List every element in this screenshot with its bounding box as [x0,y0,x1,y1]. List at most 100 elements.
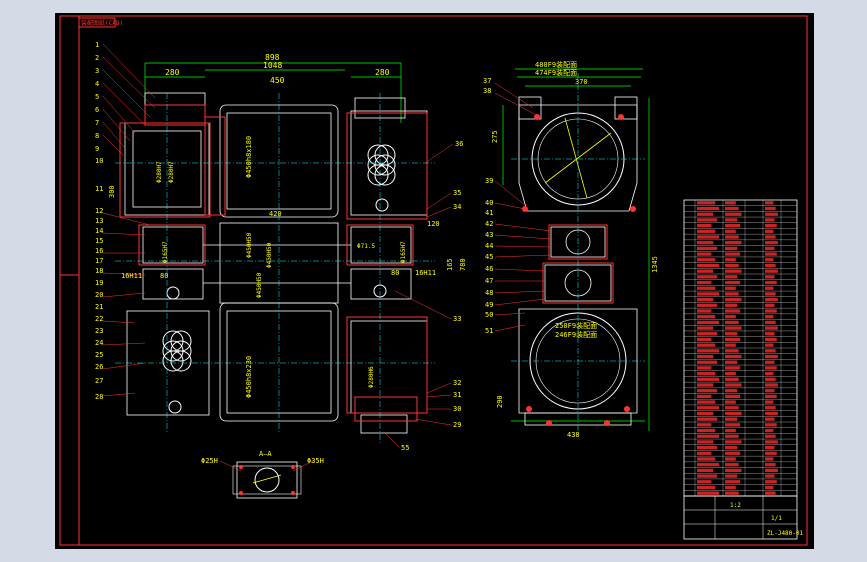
parts-list-cell-text [697,252,712,256]
parts-list-cell-text [725,485,736,490]
parts-list-cell-text [765,286,774,290]
parts-list-cell-text [765,428,774,433]
part-labels-right: 36 35 34 33 32 31 30 29 55 [401,140,463,452]
parts-list-cell-text [697,394,712,399]
part-label: 12 [95,207,103,215]
part-label: 10 [95,157,103,165]
parts-list-cell-text [725,417,738,421]
parts-list-cell-text [725,428,736,433]
part-label: 43 [485,231,493,239]
dim-misc-6: 80 [391,269,399,277]
parts-list-cell-text [765,212,778,216]
parts-list-cell-text [765,389,775,393]
title-stamp: 装配图纸(CAD) [81,19,123,27]
parts-list-cell-text [725,377,739,381]
leader-lines-right [384,143,454,448]
part-label: 4 [95,80,99,88]
part-label: 11 [95,185,103,193]
part-label: 23 [95,327,103,335]
drawing-canvas: 装配图纸(CAD) 898 1048 450 280 280 [55,13,814,549]
parts-list-cell-text [765,343,774,347]
parts-list-cell-text [765,263,776,268]
parts-list-cell-text [697,354,714,359]
part-label: 9 [95,145,99,153]
parts-list-cell-text [697,303,718,307]
part-label: 7 [95,119,99,127]
parts-list-cell-text [765,315,774,319]
section-aa-detail: A—A Φ25H Φ35H [201,450,324,499]
parts-list-cell-text [725,320,739,325]
parts-list-cell-text [765,229,774,233]
parts-list-cell-text [697,258,716,262]
shaft-label: Φ165H7 [400,241,407,263]
parts-list-cell-text [697,332,718,336]
parts-list-cell-text [765,480,777,484]
dim-misc-4: 780 [459,258,467,271]
parts-list-cell-text [725,451,741,455]
part-label: 32 [453,379,461,387]
upper-bearing-housings [119,104,428,220]
parts-list-cell-text [697,383,714,387]
parts-list-cell-text [725,457,736,461]
parts-list-cell-text [697,343,716,347]
parts-list-cell-text [725,434,739,438]
parts-list-cell-text [725,206,739,211]
part-label: 2 [95,54,99,62]
parts-list-cell-text [697,451,712,455]
side-upper-housing [518,96,638,212]
parts-list-cell-text [725,411,742,416]
parts-list-cell-text [765,206,776,211]
diam-label: Φ450h8x230 [245,356,253,398]
parts-list-cell-text [725,315,736,319]
parts-list-cell-text [765,457,774,461]
dim-misc-1: 420 [269,210,282,218]
side-lower-bolts [526,406,630,426]
diam-label: Φ450H50 [256,272,263,298]
parts-list-cell-text [765,434,776,438]
parts-list-cell-text [765,280,777,285]
parts-list-cell-text [725,258,736,262]
part-label: 25 [95,351,103,359]
parts-list-cell-text [697,286,716,290]
part-label: 6 [95,106,99,114]
part-label: 19 [95,279,103,287]
part-label: 24 [95,339,103,347]
title-block: 1:2 1/1 ZL-J480-01 [683,495,804,540]
parts-list-cell-text [697,218,718,222]
parts-list-cell-text [725,400,736,404]
parts-list-cell-text [725,286,736,290]
parts-list-cell-text [725,349,739,353]
dim-top-3: 450 [270,76,285,85]
parts-list-cell-text [765,366,777,370]
side-dim-2: 474F9装配面 [535,68,577,77]
part-label: 46 [485,265,493,273]
parts-list-cell-text [697,445,718,450]
part-label: 37 [483,77,491,85]
side-centerlines [511,73,645,433]
centerlines [115,93,435,443]
side-dim-3: 370 [575,78,588,86]
section-label: A—A [259,450,272,458]
side-dim-4: 275 [491,130,499,143]
parts-list-cell-text [725,371,736,376]
parts-list-cell-text [765,383,778,387]
side-dim-5: 1345 [651,256,659,273]
part-label: 16 [95,247,103,255]
shaft-label: Φ165H7 [162,241,169,263]
parts-list-cell-text [765,491,776,495]
dim-top-2: 1048 [263,61,282,70]
parts-list-cell-text [765,463,776,467]
part-label: 47 [485,277,493,285]
parts-list-cell-text [765,332,775,336]
parts-list-cell-text [697,326,714,330]
parts-list-cell-text [765,246,775,251]
parts-list-cell-text [765,223,777,228]
parts-list-cell-text [697,377,720,381]
parts-list-cell-text [765,400,774,404]
parts-list-cell-text [725,269,742,273]
parts-list-cell-text [697,292,720,296]
part-label: 26 [95,363,103,371]
parts-list-cell-text [697,320,720,325]
parts-list-cell-text [697,349,720,353]
parts-list-cell-text [697,315,716,319]
